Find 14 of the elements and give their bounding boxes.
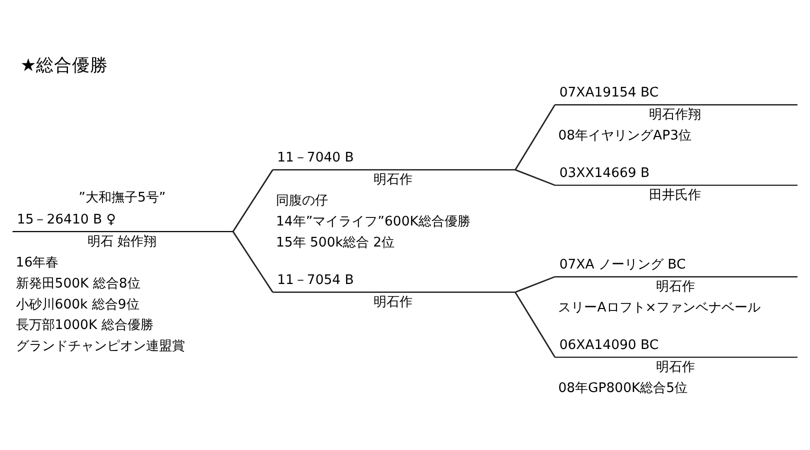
connector [514, 104, 556, 170]
node-text: 06XA14090 BC 明石作 08年GP800K総合5位 [558, 338, 695, 396]
connector [515, 168, 556, 186]
connector [232, 230, 274, 292]
node-text: 07XA ノーリング BC 明石作 スリーAロフト×ファンベナベール [558, 257, 760, 316]
node-text: ”大和撫子5号” 15－26410 B ♀ 明石 始作翔 16年春 新発田500K 総合8位 小砂川600k 総合9位 長万部1000K 総合優勝 グランドチャンピオン連盟賞 [16, 190, 185, 354]
node-text: 11－7054 B 明石作 [277, 272, 413, 310]
node-text: 11－7040 B 明石作 同腹の仔 14年”マイライフ”600K総合優勝 15年 500k総合 2位 [276, 150, 470, 250]
connector [514, 291, 556, 358]
node-text: 07XA19154 BC 明石作翔 08年イヤリングAP3位 [558, 85, 702, 144]
connector [232, 168, 274, 232]
connector [515, 276, 556, 292]
diagram-title: ★総合優勝 [20, 55, 108, 76]
node-text: 03XX14669 B 田井氏作 [559, 166, 702, 203]
